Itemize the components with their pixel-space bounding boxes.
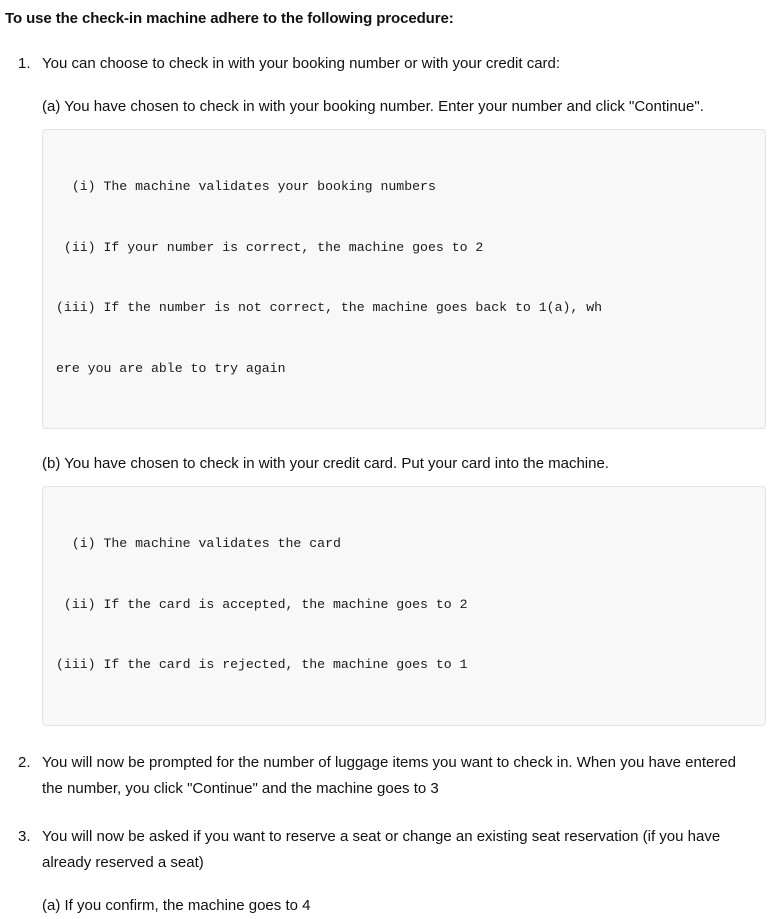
code-line: (iii) If the number is not correct, the … bbox=[56, 300, 603, 315]
list-marker-3: 3. bbox=[18, 827, 31, 845]
list-item-text-2: You will now be prompted for the number … bbox=[42, 753, 737, 797]
code-line: (ii) If your number is correct, the mach… bbox=[56, 239, 484, 255]
spacer bbox=[0, 802, 774, 824]
sub-paragraph-3a: (a) If you confirm, the machine goes to … bbox=[42, 896, 311, 914]
code-line: (i) The machine validates your booking n… bbox=[56, 179, 436, 194]
sub-paragraph-1a: (a) You have chosen to check in with you… bbox=[42, 98, 704, 115]
list-item-text-1: You can choose to check in with your boo… bbox=[42, 55, 561, 72]
page-title: To use the check-in machine adhere to th… bbox=[5, 10, 454, 27]
list-item-step-3: 3. You will now be asked if you want to … bbox=[0, 824, 774, 919]
code-line: ere you are able to try again bbox=[56, 360, 286, 376]
spacer bbox=[42, 429, 774, 451]
spacer bbox=[0, 29, 774, 51]
procedure-list: 1. You can choose to check in with your … bbox=[0, 51, 774, 919]
code-block-1a: (i) The machine validates your booking n… bbox=[42, 129, 766, 429]
list-item-text-3: You will now be asked if you want to res… bbox=[42, 827, 721, 871]
sub-paragraph-1b: (b) You have chosen to check in with you… bbox=[42, 455, 609, 472]
list-marker-2: 2. bbox=[18, 753, 31, 771]
code-line: (iii) If the card is rejected, the machi… bbox=[56, 657, 468, 672]
spacer bbox=[42, 876, 774, 893]
list-item-step-2: 2. You will now be prompted for the numb… bbox=[0, 750, 774, 802]
list-marker-1: 1. bbox=[18, 55, 31, 72]
code-line: (i) The machine validates the card bbox=[56, 536, 341, 551]
list-item-step-1: 1. You can choose to check in with your … bbox=[0, 51, 774, 726]
spacer bbox=[42, 77, 774, 94]
code-block-1b: (i) The machine validates the card (ii) … bbox=[42, 486, 766, 726]
code-line: (ii) If the card is accepted, the machin… bbox=[56, 596, 468, 612]
spacer bbox=[0, 726, 774, 750]
document-page: To use the check-in machine adhere to th… bbox=[0, 10, 774, 914]
